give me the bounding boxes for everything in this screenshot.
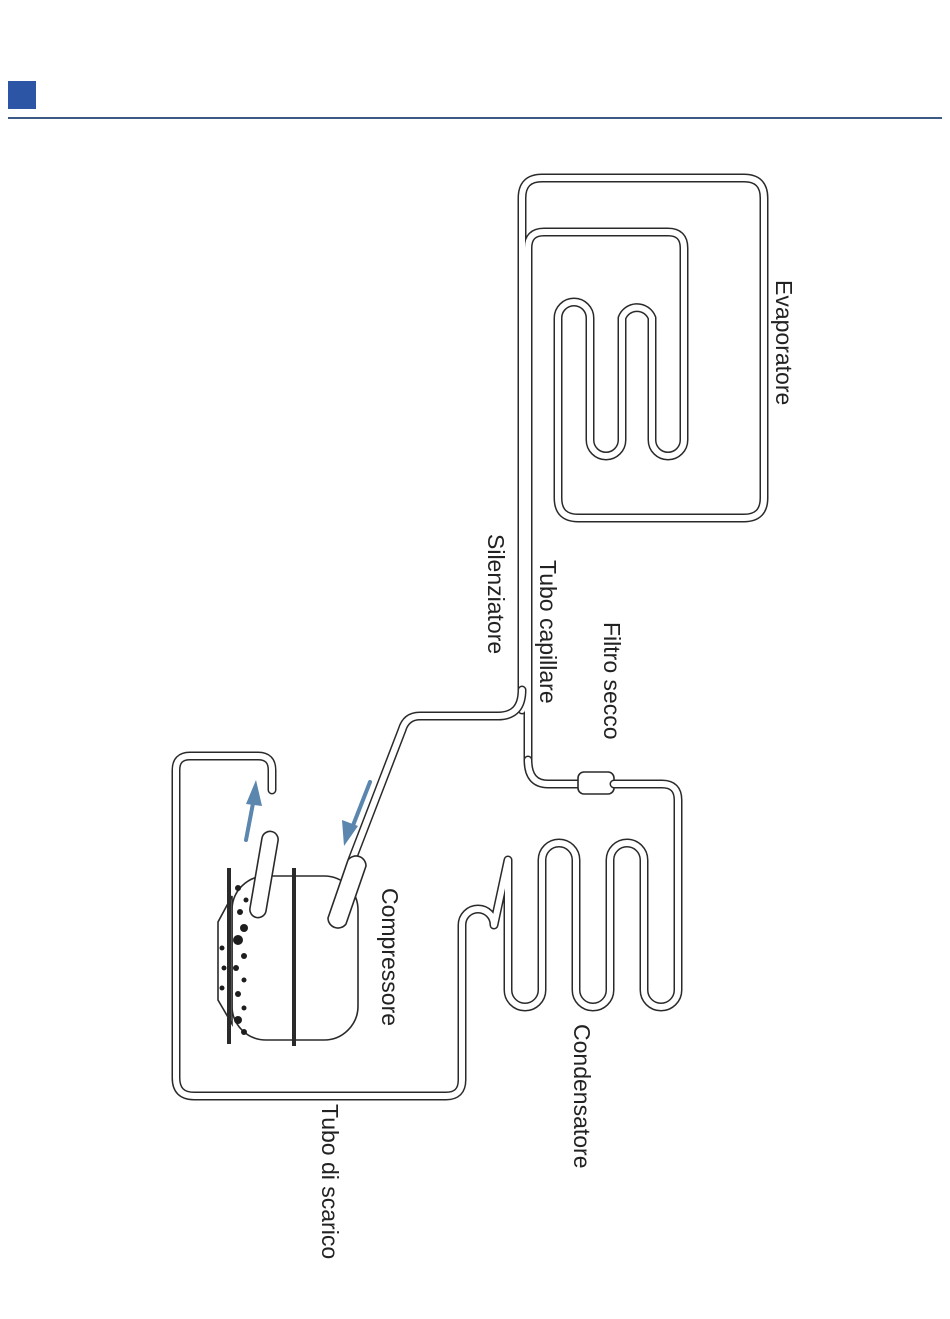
label-silenziatore: Silenziatore: [483, 534, 509, 654]
capillary-tube: [528, 760, 580, 784]
silencer: [352, 690, 522, 860]
label-condensatore: Condensatore: [569, 1024, 595, 1169]
discharge-flow-arrow: [246, 780, 262, 840]
label-compressore: Compressore: [377, 888, 403, 1026]
label-tubo-di-scarico: Tubo di scarico: [317, 1104, 343, 1259]
label-evaporatore: Evaporatore: [771, 280, 797, 405]
label-filtro-secco: Filtro secco: [599, 622, 625, 740]
label-tubo-capillare: Tubo capillare: [535, 560, 561, 704]
compressor: [218, 831, 366, 1046]
filter-dryer: [578, 772, 614, 794]
